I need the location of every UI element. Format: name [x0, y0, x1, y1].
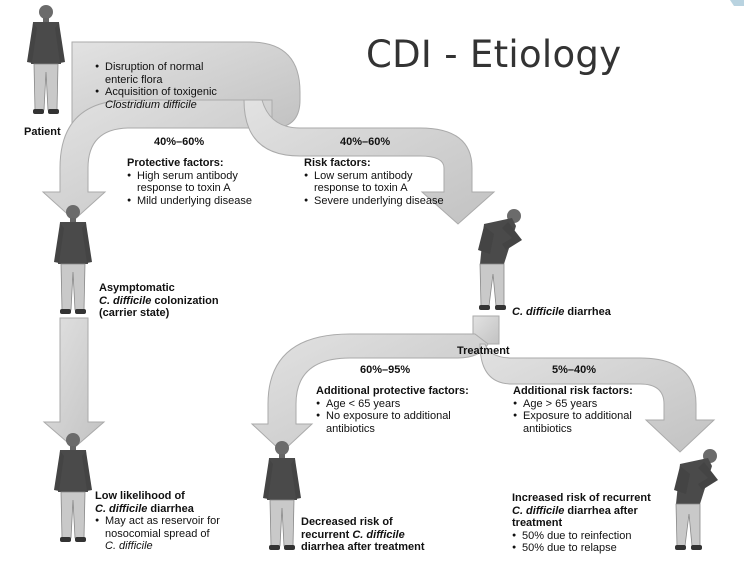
patient-figure-icon: [26, 4, 66, 115]
treatment-left-percent: 60%–95%: [360, 364, 411, 376]
additional-risk-1: Age > 65 years: [523, 397, 598, 410]
additional-protective-factors: Additional protective factors: Age < 65 …: [316, 385, 469, 435]
patient-factor-2b: Clostridium difficile: [105, 98, 197, 111]
treatment-label: Treatment: [457, 345, 510, 357]
low-likelihood-line1: Low likelihood of: [95, 490, 185, 502]
decreased-risk: Decreased risk of recurrent C. difficile…: [301, 516, 425, 554]
decreased-line2-prefix: recurrent: [301, 528, 353, 541]
increased-line3: treatment: [512, 517, 563, 529]
diarrhea-label: C. difficile diarrhea: [512, 306, 611, 319]
increased-line2-rest: diarrhea after: [564, 504, 638, 517]
asymptomatic-line2-italic: C. difficile: [99, 294, 152, 307]
additional-protective-1: Age < 65 years: [326, 397, 401, 410]
low-likelihood-rest: diarrhea: [147, 502, 194, 515]
diarrhea-figure-icon: [477, 208, 523, 311]
decreased-line3: diarrhea after treatment: [301, 541, 425, 553]
increased-risk-figure-icon: [673, 448, 719, 551]
low-likelihood-italic: C. difficile: [95, 502, 148, 515]
patient-factor-1b: enteric flora: [105, 73, 163, 86]
asymptomatic-line2-rest: colonization: [151, 294, 219, 307]
arrow-treatment-left: [250, 333, 489, 453]
increased-risk: Increased risk of recurrent C. difficile…: [512, 492, 651, 555]
protective-factors-heading: Protective factors:: [127, 157, 224, 169]
corner-decoration-icon: [730, 0, 744, 6]
risk-factors: Risk factors: Low serum antibodyresponse…: [304, 157, 444, 207]
additional-protective-2b: antibiotics: [326, 422, 375, 435]
protective-factor-1: High serum antibody: [137, 169, 238, 182]
protective-factor-2: Mild underlying disease: [137, 194, 252, 207]
right-branch-percent: 40%–60%: [340, 136, 391, 148]
risk-factors-heading: Risk factors:: [304, 157, 371, 169]
reinfection-line: 50% due to reinfection: [522, 529, 632, 542]
reservoir-line1: May act as reservoir for: [105, 515, 220, 527]
risk-factor-1b: response to toxin A: [314, 182, 408, 194]
additional-protective-heading: Additional protective factors:: [316, 385, 469, 397]
decreased-line1: Decreased risk of: [301, 516, 393, 528]
decreased-risk-figure-icon: [262, 440, 302, 551]
decreased-line2-italic: C. difficile: [352, 528, 405, 541]
arrow-left-column: [42, 317, 106, 449]
relapse-line: 50% due to relapse: [522, 542, 617, 554]
patient-label: Patient: [24, 126, 61, 138]
protective-factor-1b: response to toxin A: [137, 182, 231, 194]
additional-protective-2: No exposure to additional: [326, 410, 451, 422]
asymptomatic-line3: (carrier state): [99, 307, 170, 319]
arrow-treatment-right: [479, 343, 716, 453]
additional-risk-2b: antibiotics: [523, 422, 572, 435]
treatment-right-percent: 5%–40%: [552, 364, 597, 376]
additional-risk-factors: Additional risk factors: Age > 65 years …: [513, 385, 633, 435]
patient-factor-2: Acquisition of toxigenic: [105, 86, 217, 98]
increased-line2-italic: C. difficile: [512, 504, 565, 517]
diarrhea-rest: diarrhea: [564, 306, 611, 318]
reservoir-line3: C. difficile: [105, 540, 153, 552]
low-likelihood: Low likelihood of C. difficile diarrhea …: [95, 490, 220, 553]
diarrhea-italic: C. difficile: [512, 306, 565, 318]
asymptomatic-line1: Asymptomatic: [99, 282, 175, 294]
additional-risk-2: Exposure to additional: [523, 410, 632, 422]
reservoir-line2: nosocomial spread of: [105, 527, 210, 540]
left-branch-percent: 40%–60%: [154, 136, 205, 148]
patient-factor-1: Disruption of normal: [105, 61, 204, 73]
low-likelihood-figure-icon: [53, 432, 93, 543]
page-title: CDI - Etiology: [366, 33, 622, 76]
protective-factors: Protective factors: High serum antibodyr…: [127, 157, 252, 207]
additional-risk-heading: Additional risk factors:: [513, 385, 633, 397]
asymptomatic-colonization: Asymptomatic C. difficile colonization (…: [99, 282, 219, 320]
risk-factor-1: Low serum antibody: [314, 169, 413, 182]
increased-line1: Increased risk of recurrent: [512, 492, 651, 504]
asymptomatic-figure-icon: [53, 204, 93, 315]
risk-factor-2: Severe underlying disease: [314, 194, 444, 207]
